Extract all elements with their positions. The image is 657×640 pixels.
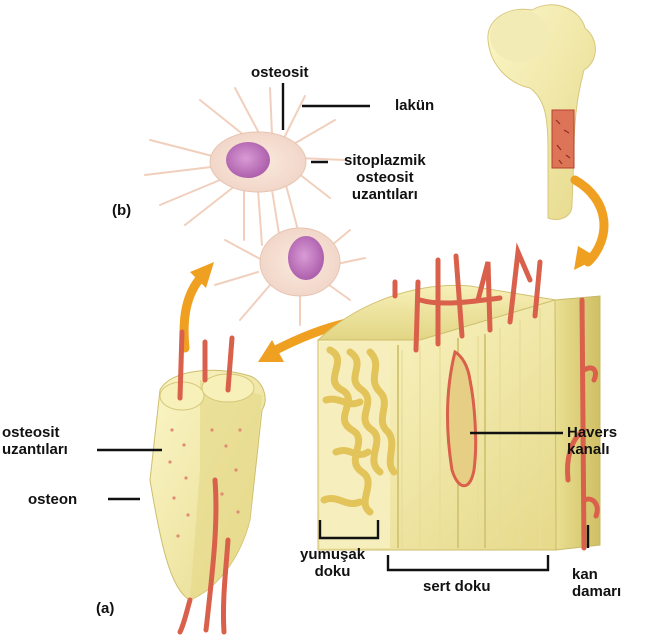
label-ou-line2: uzantıları bbox=[2, 441, 68, 458]
label-osteosit-uzantilari: osteosit uzantıları bbox=[2, 424, 68, 458]
arrow-osteon-to-cells bbox=[184, 262, 214, 348]
label-osteon: osteon bbox=[28, 491, 77, 508]
label-sert-doku: sert doku bbox=[423, 578, 491, 595]
label-sito-line2: osteosit bbox=[344, 169, 426, 186]
label-havers-line1: Havers bbox=[567, 424, 617, 441]
label-yumusak-line1: yumuşak bbox=[300, 546, 365, 563]
label-lakun: lakün bbox=[395, 97, 434, 114]
label-kan-line1: kan bbox=[572, 566, 621, 583]
sert-doku-bracket bbox=[388, 555, 548, 570]
osteocyte-illustration bbox=[145, 88, 365, 325]
label-havers-kanali: Havers kanalı bbox=[567, 424, 617, 458]
bone-tissue-block bbox=[318, 252, 600, 550]
label-panel-a: (a) bbox=[96, 600, 114, 617]
label-yumusak-doku: yumuşak doku bbox=[300, 546, 365, 580]
arrow-femur-to-block bbox=[574, 180, 604, 270]
label-kan-damari: kan damarı bbox=[572, 566, 621, 600]
label-sito-line1: sitoplazmik bbox=[344, 152, 426, 169]
label-sitoplazmik-osteosit-uzantilari: sitoplazmik osteosit uzantıları bbox=[344, 152, 426, 203]
label-havers-line2: kanalı bbox=[567, 441, 617, 458]
label-panel-b: (b) bbox=[112, 202, 131, 219]
label-osteosit: osteosit bbox=[251, 64, 309, 81]
label-ou-line1: osteosit bbox=[2, 424, 68, 441]
label-kan-line2: damarı bbox=[572, 583, 621, 600]
label-sito-line3: uzantıları bbox=[344, 186, 426, 203]
label-yumusak-line2: doku bbox=[300, 563, 365, 580]
osteon-illustration bbox=[150, 332, 265, 632]
